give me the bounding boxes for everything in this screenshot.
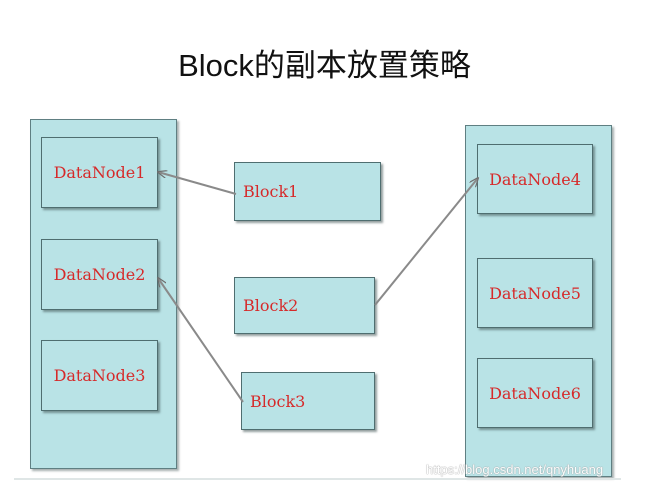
block-2: Block2 — [234, 277, 375, 334]
datanode-5: DataNode5 — [477, 258, 593, 328]
datanode-3: DataNode3 — [41, 340, 158, 411]
block-3: Block3 — [241, 372, 375, 430]
diagram-title: Block的副本放置策略 — [178, 48, 471, 83]
block-1: Block1 — [234, 162, 381, 221]
datanode-2: DataNode2 — [41, 239, 158, 310]
datanode-6: DataNode6 — [477, 358, 593, 428]
watermark-text: https://blog.csdn.net/qnyhuang — [426, 462, 604, 477]
bottom-divider — [14, 478, 621, 480]
datanode-1: DataNode1 — [41, 137, 158, 208]
datanode-4: DataNode4 — [477, 144, 593, 214]
